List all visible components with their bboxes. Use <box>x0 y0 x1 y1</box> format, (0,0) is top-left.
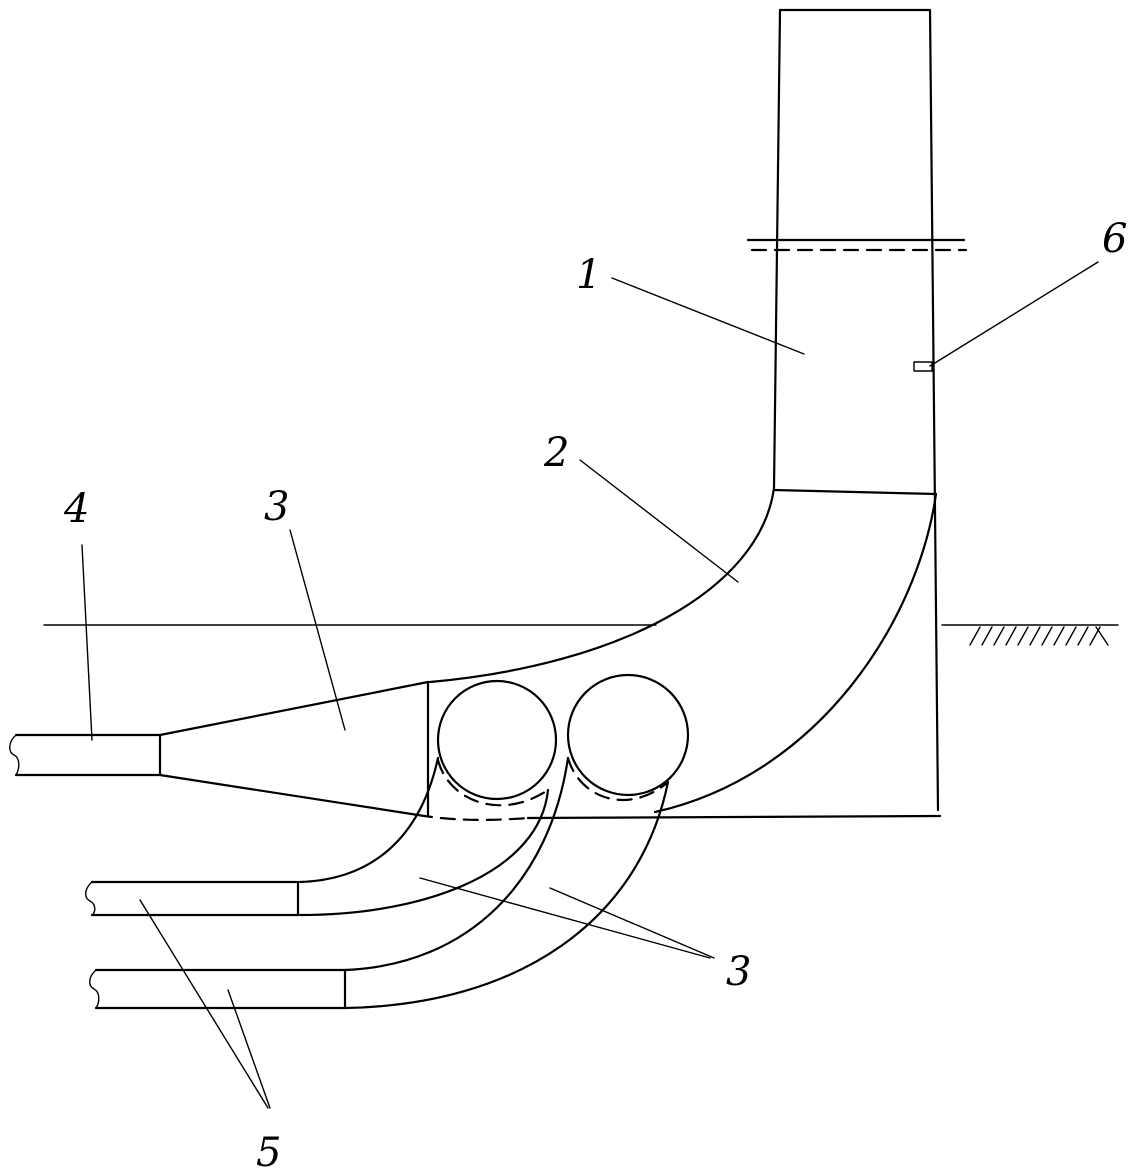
label-6: 6 <box>1102 216 1127 262</box>
lower-ducts <box>85 756 670 1010</box>
label-3-bottom: 3 <box>726 949 751 995</box>
outlet-circle-right <box>566 673 690 797</box>
vertical-stack <box>746 8 968 812</box>
label-5: 5 <box>256 1130 281 1176</box>
label-2: 2 <box>543 430 569 476</box>
round-outlets <box>436 673 690 807</box>
outlet-circle-left <box>436 679 558 801</box>
transition-duct-top <box>9 680 430 817</box>
leader-lines <box>81 261 1099 1109</box>
label-4: 4 <box>63 486 89 532</box>
label-1: 1 <box>576 252 601 298</box>
leader-5 <box>139 899 271 1109</box>
leader-4 <box>81 544 93 741</box>
leader-3-bottom <box>419 877 715 959</box>
leader-2 <box>579 459 739 583</box>
leader-3-top <box>289 529 346 731</box>
elbow <box>428 486 938 814</box>
label-3-top: 3 <box>264 484 289 530</box>
leader-1 <box>611 277 805 355</box>
leader-6 <box>929 261 1099 367</box>
sensor-6-marker <box>913 361 933 372</box>
ground-level <box>43 624 1119 646</box>
part-labels: 1 2 3 4 6 3 5 <box>63 216 1127 1176</box>
